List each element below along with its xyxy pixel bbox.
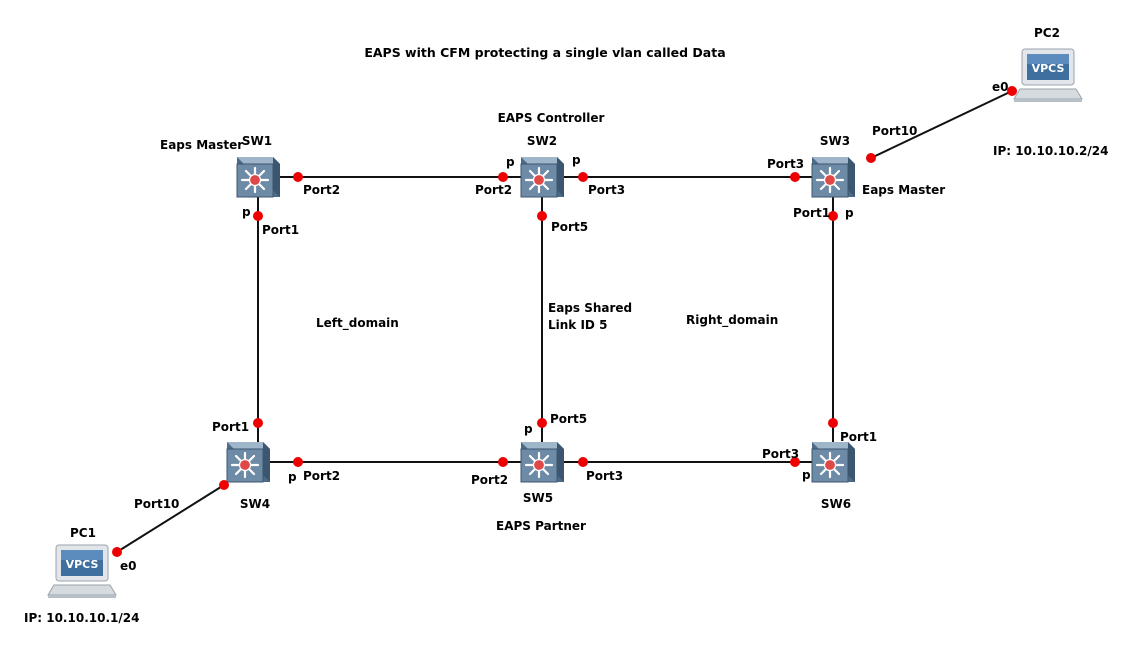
shared-link-label-line1: Eaps Shared [548,301,632,315]
sw1-name: SW1 [242,134,272,148]
sw4-port10-label: Port10 [134,497,179,511]
link-sw4-pc1[interactable] [116,484,225,553]
pc1-vpcs-icon[interactable]: VPCS [47,544,117,599]
port-dots [112,86,1017,557]
sw3-port1-label: Port1 [793,206,830,220]
pc1-e0-label: e0 [120,559,137,573]
link-sw3-pc2[interactable] [870,90,1013,159]
sw2-port3-label: Port3 [588,183,625,197]
port-dot-sw5-port2[interactable] [498,457,508,467]
sw1-port2-label: Port2 [303,183,340,197]
sw6-port3-label: Port3 [762,447,799,461]
sw1-role: Eaps Master [160,138,243,152]
port-dot-sw3-port10[interactable] [866,153,876,163]
port-dot-sw3-port3[interactable] [790,172,800,182]
sw6-switch-icon[interactable] [810,440,857,484]
sw3-primary-marker: p [845,206,854,220]
sw5-primary-marker: p [524,422,533,436]
sw5-port3-label: Port3 [586,469,623,483]
pc2-name: PC2 [1034,26,1060,40]
sw4-switch-icon[interactable] [225,440,272,484]
sw3-port10-label: Port10 [872,124,917,138]
sw5-port2-label: Port2 [471,473,508,487]
left-domain-label: Left_domain [316,316,399,331]
port-dot-sw5-port3[interactable] [578,457,588,467]
sw4-name: SW4 [240,497,270,511]
sw2-switch-icon[interactable] [519,155,566,199]
pc2-screen-label: VPCS [1032,62,1065,75]
pc2-e0-label: e0 [992,80,1009,94]
port-dot-pc1-e0[interactable] [112,547,122,557]
sw1-switch-icon[interactable] [235,155,282,199]
port-dot-sw4-port10[interactable] [219,480,229,490]
pc1-name: PC1 [70,526,96,540]
sw3-name: SW3 [820,134,850,148]
shared-link-label-line2: Link ID 5 [548,318,607,332]
sw3-switch-icon[interactable] [810,155,857,199]
sw2-port2-label: Port2 [475,183,512,197]
sw2-primary-marker-right: p [572,153,581,167]
sw2-role: EAPS Controller [498,111,605,125]
pc1-screen-label: VPCS [66,558,99,571]
right-domain-label: Right_domain [686,313,778,328]
sw5-role: EAPS Partner [496,519,586,533]
sw3-port3-label: Port3 [767,157,804,171]
pc2-vpcs-icon[interactable]: VPCS [1013,48,1083,103]
port-dot-sw3-port1[interactable] [828,211,838,221]
pc1-ip: IP: 10.10.10.1/24 [24,611,139,625]
sw4-primary-marker: p [288,470,297,484]
sw4-port2-label: Port2 [303,469,340,483]
port-dot-sw4-port2[interactable] [293,457,303,467]
sw6-name: SW6 [821,497,851,511]
diagram-title: EAPS with CFM protecting a single vlan c… [364,45,725,60]
sw6-primary-marker: p [802,468,811,482]
port-dot-pc2-e0[interactable] [1007,86,1017,96]
sw2-name: SW2 [527,134,557,148]
sw5-port5-label: Port5 [550,412,587,426]
port-dot-sw2-port5[interactable] [537,211,547,221]
port-dot-sw1-port2[interactable] [293,172,303,182]
links [116,90,1013,553]
sw5-name: SW5 [523,491,553,505]
sw1-port1-label: Port1 [262,223,299,237]
sw2-port5-label: Port5 [551,220,588,234]
port-dot-sw2-port2[interactable] [498,172,508,182]
sw3-role: Eaps Master [862,183,945,197]
port-dot-sw2-port3[interactable] [578,172,588,182]
port-dot-sw6-port3[interactable] [790,457,800,467]
pc2-ip: IP: 10.10.10.2/24 [993,144,1108,158]
port-dot-sw5-port5[interactable] [537,418,547,428]
sw4-port1-label: Port1 [212,420,249,434]
sw1-primary-marker: p [242,205,251,219]
port-dot-sw4-port1[interactable] [253,418,263,428]
sw5-switch-icon[interactable] [519,440,566,484]
sw2-primary-marker-left: p [506,155,515,169]
port-dot-sw6-port1[interactable] [828,418,838,428]
sw6-port1-label: Port1 [840,430,877,444]
port-dot-sw1-port1[interactable] [253,211,263,221]
